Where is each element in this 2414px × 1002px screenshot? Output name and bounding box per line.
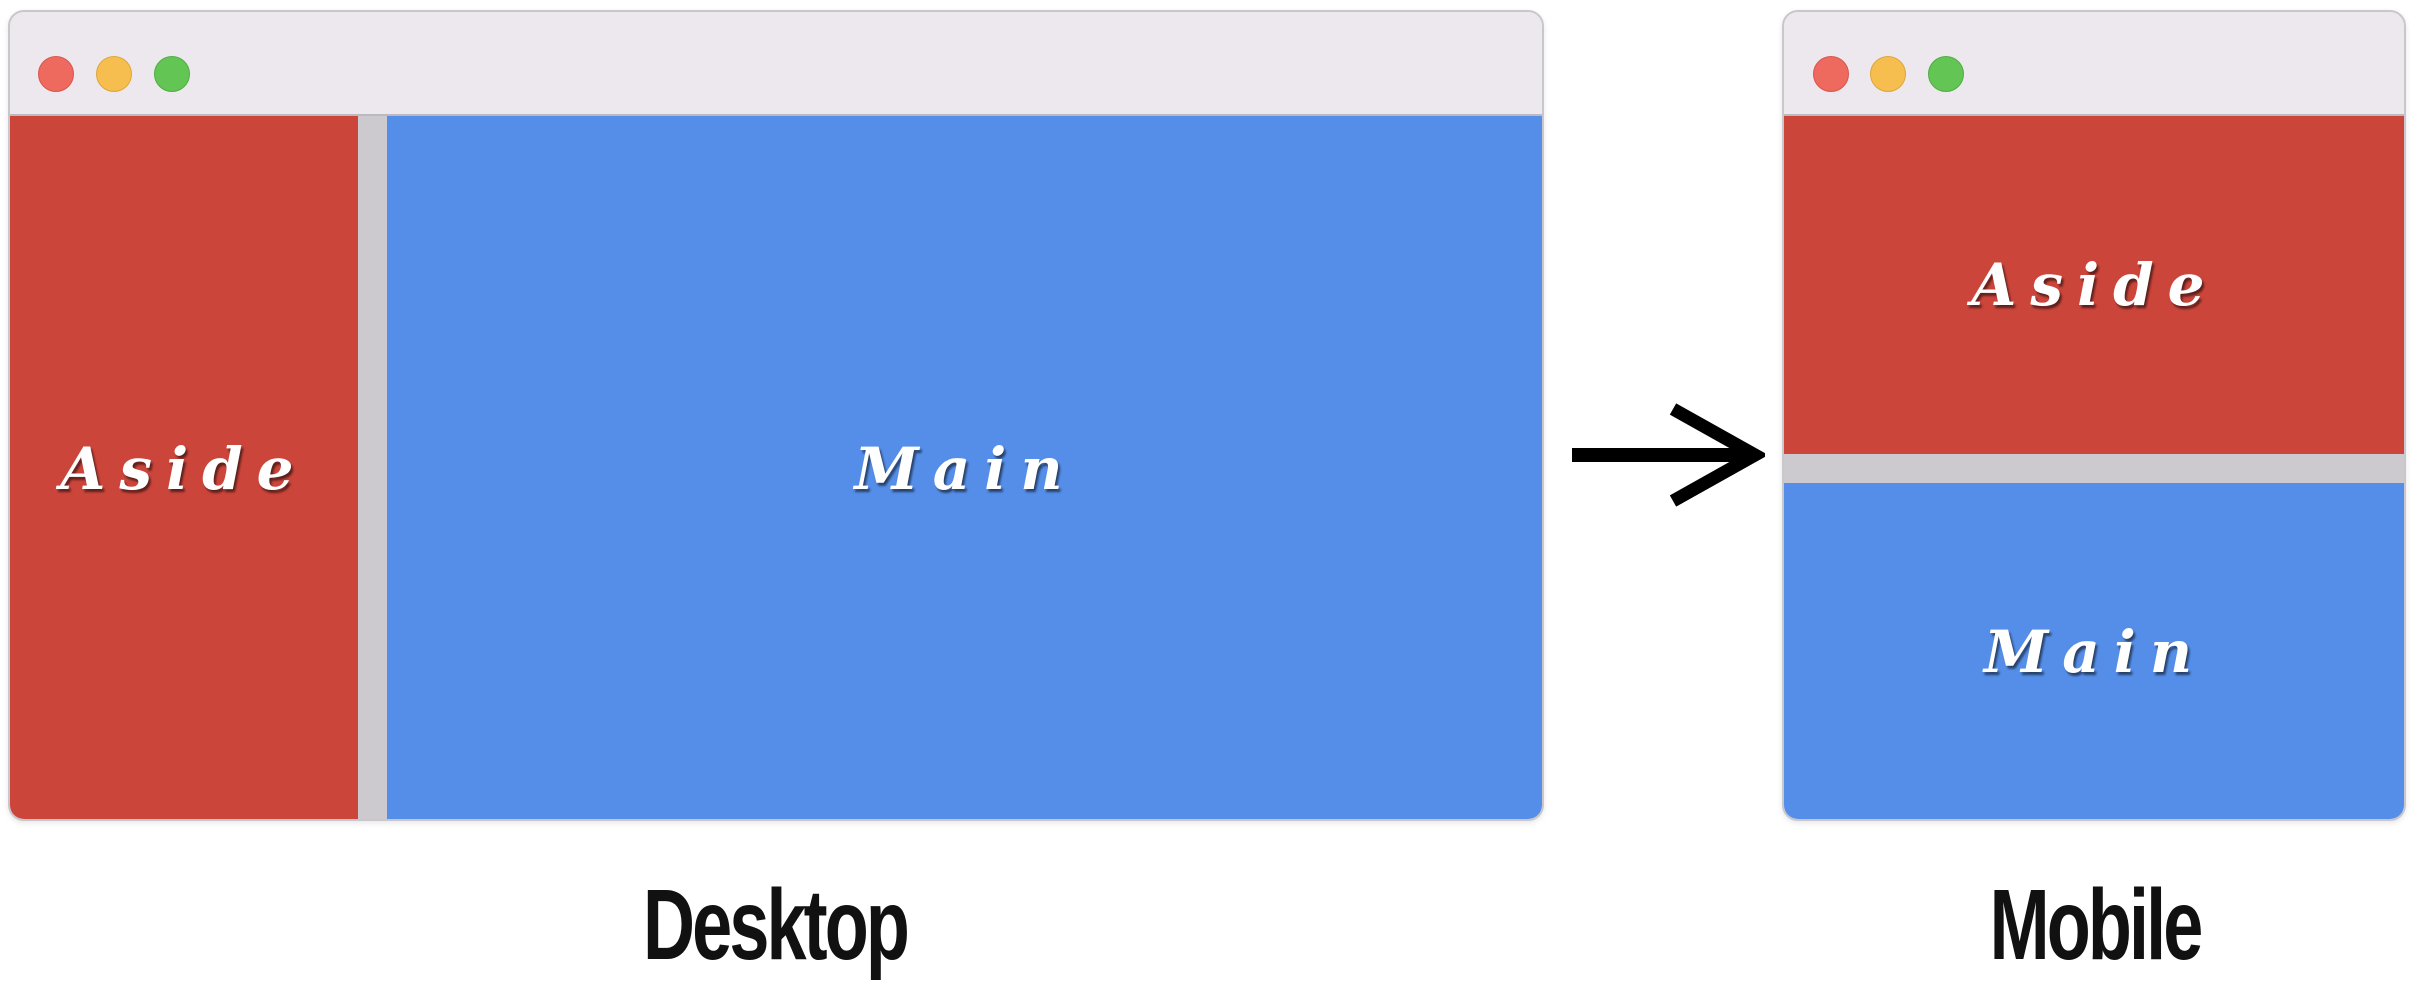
desktop-titlebar <box>10 12 1542 116</box>
desktop-divider <box>358 116 387 819</box>
desktop-aside-pane: Aside <box>10 116 358 819</box>
minimize-dot-icon[interactable] <box>96 56 132 92</box>
mobile-aside-pane: Aside <box>1784 116 2404 454</box>
desktop-main-label: Main <box>854 434 1077 503</box>
desktop-main-pane: Main <box>387 116 1542 819</box>
minimize-dot-icon[interactable] <box>1870 56 1906 92</box>
mobile-window: Aside Main <box>1782 10 2406 821</box>
mobile-aside-label: Aside <box>1971 251 2219 319</box>
mobile-main-pane: Main <box>1784 483 2404 819</box>
mobile-main-label: Main <box>1984 618 2206 686</box>
maximize-dot-icon[interactable] <box>154 56 190 92</box>
mobile-titlebar <box>1784 12 2404 116</box>
mobile-divider <box>1784 454 2404 483</box>
close-dot-icon[interactable] <box>38 56 74 92</box>
desktop-caption: Desktop <box>643 869 910 981</box>
maximize-dot-icon[interactable] <box>1928 56 1964 92</box>
desktop-aside-label: Aside <box>60 434 308 503</box>
close-dot-icon[interactable] <box>1813 56 1849 92</box>
desktop-window: Aside Main <box>8 10 1544 821</box>
mobile-caption: Mobile <box>1989 869 2204 981</box>
right-arrow-icon <box>1572 403 1765 507</box>
